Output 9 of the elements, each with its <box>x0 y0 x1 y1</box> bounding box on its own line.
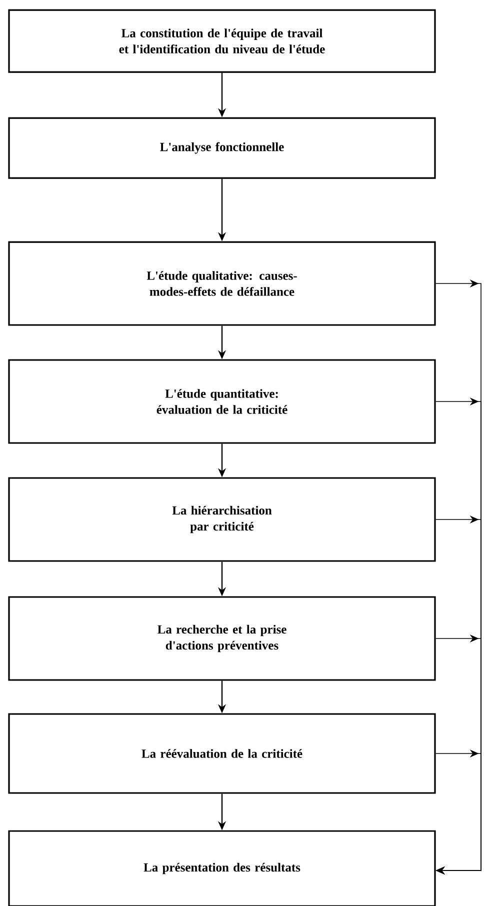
process-box: La réévaluation de la criticité <box>8 713 436 794</box>
process-box: L'analyse fonctionnelle <box>8 117 436 179</box>
arrow <box>435 749 482 875</box>
process-box: La constitution de l'équipe de travail et l'identification du niveau de l'étude <box>8 9 436 73</box>
process-box: L'étude quantitative: évaluation de la criticité <box>8 359 436 444</box>
process-box: La recherche et la prise d'actions préventives <box>8 596 436 681</box>
process-box: La présentation des résultats <box>8 830 436 906</box>
process-box: L'étude qualitative: causes-modes-effets de défaillance <box>8 241 436 326</box>
process-box: La hiérarchisation par criticité <box>8 477 436 562</box>
